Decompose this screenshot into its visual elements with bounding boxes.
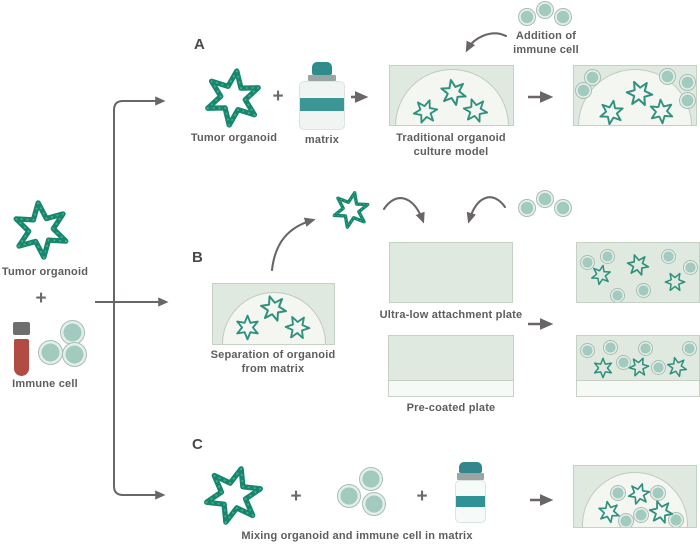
immune-cell-icon: [679, 92, 696, 109]
immune-cell-label: Immune cell: [12, 378, 78, 390]
plate-separation: [212, 283, 335, 345]
plus-sign: +: [35, 288, 47, 309]
tumor-organoid-icon: [590, 263, 612, 287]
tumor-organoid-icon: [624, 251, 652, 279]
tumor-organoid-label-a: Tumor organoid: [190, 132, 278, 144]
pre-coated-plate-caption: Pre-coated plate: [406, 402, 496, 414]
immune-cell-icon: [610, 485, 626, 501]
immune-cell-icon: [584, 69, 601, 86]
immune-cell-icon: [638, 341, 653, 356]
immune-cell-icon: [682, 341, 697, 356]
immune-cell-icon: [359, 467, 383, 491]
immune-cell-icon: [518, 8, 536, 26]
bottle-cap-icon: [312, 62, 332, 75]
immune-cell-icon: [536, 1, 554, 19]
immune-cell-icon: [633, 507, 649, 523]
tumor-organoid-icon: [597, 499, 621, 525]
tumor-organoid-icon: [330, 187, 372, 233]
immune-cell-icon: [580, 343, 595, 358]
curved-arrow-addition: [465, 32, 508, 53]
immune-cell-icon: [575, 82, 592, 99]
plus-sign: +: [272, 86, 284, 107]
plate-ultra-low: [389, 242, 513, 303]
bottle-neck-icon: [308, 75, 336, 81]
immune-cell-icon: [650, 485, 666, 501]
plate-mixed-result: [573, 465, 697, 528]
panel-letter-a: A: [194, 36, 205, 53]
matrix-label: matrix: [304, 134, 340, 146]
plate-ultra-low-result: [576, 242, 700, 303]
plate-traditional: [389, 65, 514, 126]
immune-cell-icon: [610, 288, 625, 302]
plus-sign: +: [290, 486, 302, 507]
ultra-low-plate-caption: Ultra-low attachment plate: [379, 309, 523, 321]
plus-sign: +: [416, 486, 428, 507]
tumor-organoid-label: Tumor organoid: [1, 266, 89, 278]
immune-cell-icon: [536, 190, 554, 208]
immune-cell-icon: [618, 513, 634, 527]
immune-cell-icon: [616, 355, 631, 370]
immune-cell-icon: [62, 342, 87, 367]
plate-traditional-with-immune: [573, 65, 697, 126]
mixing-caption: Mixing organoid and immune cell in matri…: [241, 530, 473, 542]
immune-cell-icon: [518, 199, 536, 217]
immune-cell-icon: [683, 260, 698, 275]
immune-cell-icon: [659, 68, 676, 85]
tumor-organoid-icon: [7, 196, 75, 264]
plate-coating-strip: [389, 380, 513, 396]
immune-cell-icon: [651, 360, 666, 375]
blood-tube-icon: [14, 339, 29, 376]
panel-letter-c: C: [192, 436, 203, 453]
immune-cell-icon: [668, 512, 684, 527]
immune-cell-icon: [600, 249, 615, 264]
immune-cell-icon: [603, 340, 618, 355]
immune-cell-icon: [679, 74, 696, 91]
matrix-bottle-icon: [455, 462, 486, 523]
tumor-organoid-icon: [598, 98, 625, 125]
curved-arrow-cells-to-plate: [466, 196, 507, 224]
panel-letter-b: B: [192, 249, 203, 266]
matrix-bottle-icon: [299, 62, 345, 130]
bottle-cap-icon: [459, 462, 482, 473]
immune-cell-icon: [580, 255, 595, 270]
immune-cell-icon: [554, 199, 572, 217]
plate-coating-strip: [577, 380, 699, 396]
bottle-neck-icon: [457, 473, 484, 480]
addition-of-immune-cell-caption: Addition of immune cell: [513, 30, 579, 57]
blood-tube-cap-icon: [13, 322, 30, 335]
traditional-plate-caption: Traditional organoid culture model: [396, 132, 506, 159]
bottle-label-stripe-icon: [456, 496, 485, 507]
curved-arrow-separation: [270, 217, 316, 272]
immune-cell-icon: [636, 283, 651, 298]
immune-cell-icon: [337, 484, 361, 508]
curved-arrow-organoid-to-plate: [382, 197, 425, 224]
plate-pre-coated: [388, 335, 514, 397]
branch-connector: [113, 96, 166, 500]
immune-cell-icon: [38, 340, 63, 365]
tumor-organoid-icon: [593, 357, 613, 379]
tumor-organoid-icon: [236, 314, 259, 341]
immune-cell-icon: [554, 8, 572, 26]
bottle-label-stripe-icon: [300, 98, 344, 111]
plate-pre-coated-result: [576, 335, 700, 397]
tumor-organoid-icon: [198, 63, 268, 133]
separation-caption: Separation of organoid from matrix: [210, 349, 336, 376]
immune-cell-icon: [661, 249, 676, 264]
tumor-organoid-icon: [665, 354, 689, 380]
immune-cell-icon: [362, 492, 386, 516]
